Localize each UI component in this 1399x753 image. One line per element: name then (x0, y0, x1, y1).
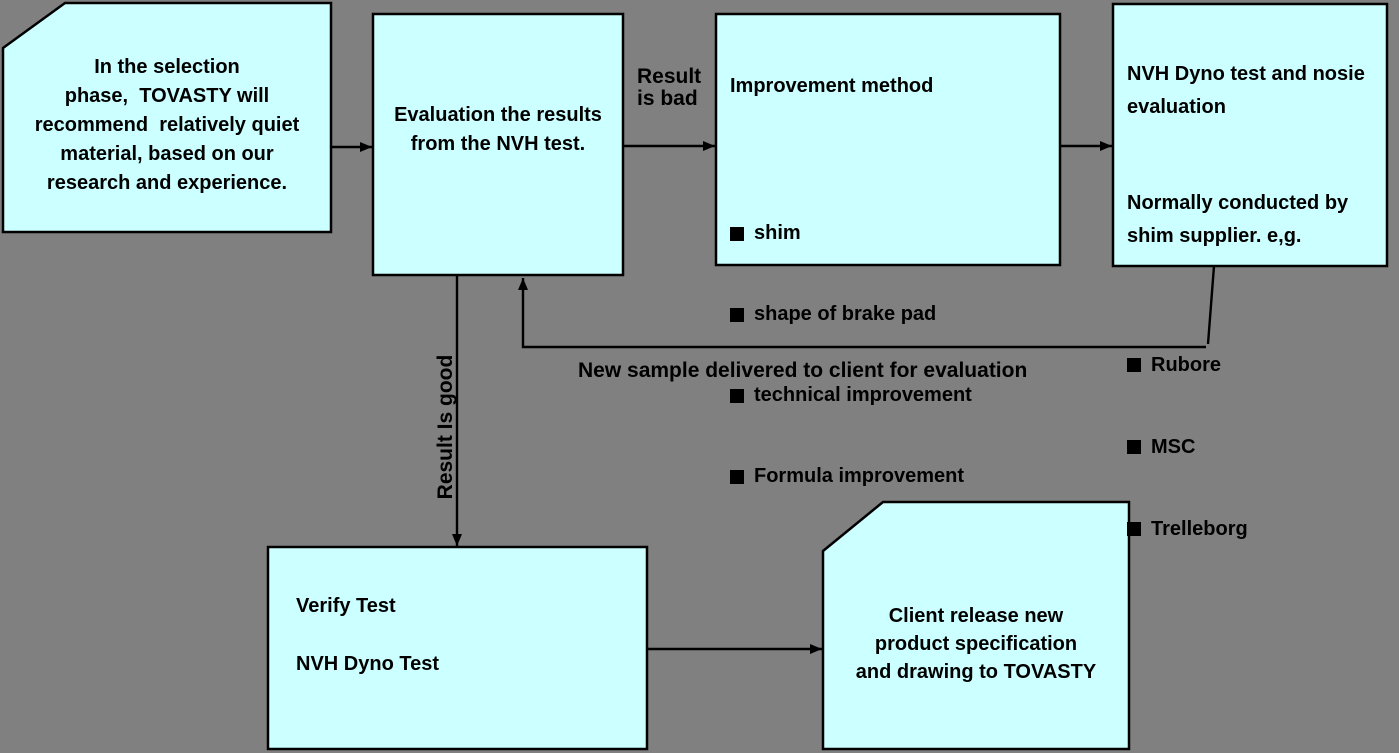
list-item: MSC (1127, 429, 1375, 465)
evaluation-text: Evaluation the results from the NVH test… (394, 103, 602, 155)
result-is-bad-label: Result is bad (637, 65, 702, 110)
list-item-label: MSC (1151, 435, 1196, 458)
list-item-label: Formula improvement (754, 465, 965, 487)
improvement-method-content: Improvement method shim shape of brake p… (716, 14, 1046, 586)
bullet-square-icon (730, 469, 744, 484)
verify-test-box (266, 545, 649, 751)
list-item: Rubore (1127, 347, 1375, 383)
list-item-label: technical improvement (754, 384, 972, 406)
list-item: shape of brake pad (730, 297, 1046, 332)
nvh-dyno-content: NVH Dyno test and nosie evaluation Norma… (1113, 4, 1375, 639)
nvh-dyno-subheading: Normally conducted by shim supplier. e,g… (1127, 192, 1349, 247)
evaluation-box (371, 12, 625, 277)
nvh-dyno-heading: NVH Dyno test and nosie evaluation (1127, 63, 1365, 118)
bullet-square-icon (1127, 358, 1141, 372)
list-item-label: shim (754, 222, 801, 244)
result-is-good-label: Result Is good (434, 354, 457, 500)
list-item: Formula improvement (730, 459, 1046, 494)
bullet-square-icon (730, 388, 744, 403)
improvement-method-box (714, 12, 1062, 267)
list-item-label: Rubore (1151, 353, 1221, 376)
bullet-square-icon (730, 226, 744, 241)
bullet-square-icon (1127, 522, 1141, 536)
list-item: technical improvement (730, 378, 1046, 413)
list-item: shim (730, 216, 1046, 251)
bullet-square-icon (1127, 440, 1141, 454)
list-item-label: shape of brake pad (754, 303, 937, 325)
improvement-method-title: Improvement method (730, 75, 934, 97)
improvement-method-list: shim shape of brake pad technical improv… (730, 170, 1046, 540)
selection-phase-box (1, 1, 333, 234)
verify-test-text: Verify Test NVH Dyno Test (296, 595, 439, 675)
list-item: Trelleborg (1127, 511, 1375, 547)
nvh-dyno-box (1111, 2, 1389, 268)
bullet-square-icon (730, 307, 744, 322)
list-item-label: Trelleborg (1151, 517, 1248, 540)
client-release-text: Client release new product specification… (855, 604, 1097, 683)
selection-phase-text: In the selection phase, TOVASTY will rec… (34, 56, 300, 194)
nvh-dyno-list: Rubore MSC Trelleborg (1127, 301, 1375, 593)
client-release-box (821, 500, 1131, 751)
line-nvh-dyno-down (1206, 265, 1216, 345)
new-sample-label: New sample delivered to client for evalu… (578, 359, 1028, 382)
arrow-return-to-evaluation (518, 278, 1206, 349)
